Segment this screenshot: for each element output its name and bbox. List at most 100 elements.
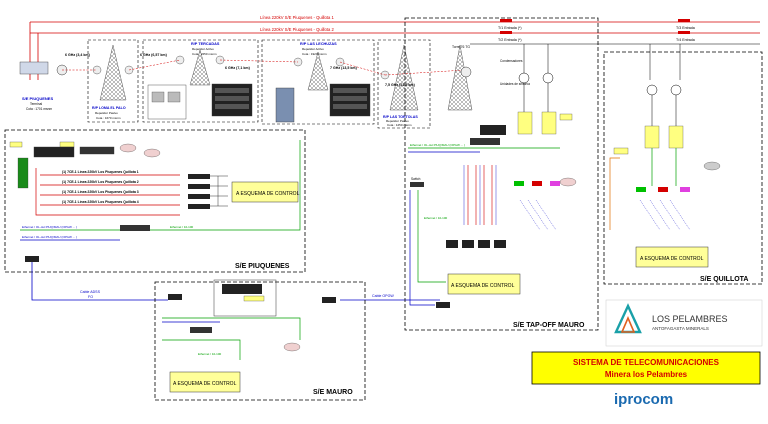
dish-antenna-icon	[175, 55, 185, 65]
tower-icon	[447, 44, 473, 111]
link-labels: 6 GHz (3,4 km) 6 GHz (6,57 km) 6 GHz (7,…	[62, 53, 466, 87]
top-lines: Línea 220kV S/E Piuquenes - Quillota 1 L…	[29, 15, 760, 80]
tapoff-line: T/2 Entrada (*)	[498, 38, 522, 42]
telephone-icon	[143, 148, 161, 158]
loma-palo-elev: Cota : 1670 msnm	[96, 116, 121, 120]
adss-cable: Cable ADSS FO Cable OPGW	[25, 256, 440, 301]
tapoff-box	[404, 17, 599, 331]
quillota-box	[603, 51, 763, 285]
status-led	[636, 187, 646, 192]
lechuzas-title: R/P LAS LECHUZAS	[300, 42, 337, 46]
ethernet-label: Ethernet / 10-100	[198, 352, 222, 356]
lechuzas-elev: Cota : 1920 msnm	[302, 52, 327, 56]
fiber-node-icon	[322, 297, 336, 303]
line1-label: Línea 220kV S/E Piuquenes - Quillota 1	[260, 15, 334, 20]
building-icon	[275, 87, 295, 123]
status-led	[514, 181, 524, 186]
repeater-tercadas: R/P TERCADAS Repetidor Activo Cota : 225…	[142, 39, 259, 123]
tercadas-sub: Repetidor Activo	[192, 47, 214, 51]
terminal-block	[541, 111, 557, 135]
building-icon	[19, 61, 49, 75]
mauro-internals: Ethernet / 10-100	[162, 279, 336, 360]
repeater-las-lechuzas: R/P LAS LECHUZAS Repetidor Activo Cota :…	[261, 39, 375, 125]
tercadas-elev: Cota : 2250 msnm	[192, 52, 217, 56]
tapoff-internals: T/1 Entrada (*) T/2 Entrada (*) T/3 Entr…	[408, 19, 760, 308]
link-label: 7,5 GHz (21,3 km)	[385, 83, 416, 87]
piuquenes-internals: (1) 7CE-1 Línea 220kV Los Piuquenes Quil…	[9, 140, 301, 241]
status-led	[532, 181, 542, 186]
radio-equipment-icon	[470, 138, 500, 145]
quillota-internals	[609, 44, 721, 231]
control-box-tapoff	[447, 273, 521, 295]
tower-icon	[389, 44, 419, 111]
transformer-icon	[646, 84, 658, 96]
status-led	[680, 187, 690, 192]
tapoff-line: T/3 Entrada	[676, 26, 695, 30]
telephone-icon	[703, 161, 721, 171]
link-label: 7 GHz (13,5 km)	[330, 66, 358, 70]
brand-panel	[605, 299, 763, 347]
system-subtitle: Minera los Pelambres	[605, 370, 688, 379]
piuquenes-link-item: (1) 7CE-1 Línea 220kV Los Piuquenes Quil…	[62, 180, 139, 184]
tercadas-title: R/P TERCADAS	[191, 42, 220, 46]
control-label: A ESQUEMA DE CONTROL	[640, 256, 704, 262]
tower-icon	[99, 44, 127, 101]
switch-icon	[190, 327, 212, 333]
tortolas-title: R/P LAS TORTOLAS	[383, 115, 418, 119]
terminal-block	[668, 125, 684, 149]
equipment-icon	[167, 91, 181, 103]
fiber-node-icon	[25, 256, 39, 262]
lechuzas-sub: Repetidor Activo	[302, 47, 324, 51]
repeater-loma-palo: R/P LOMA EL PALO Repetidor Pasivo Cota :…	[87, 39, 139, 123]
control-label: A ESQUEMA DE CONTROL	[451, 283, 515, 289]
piuquenes-terminal: S/E PIUQUENES Terminal Cota : 1701 msnm	[19, 61, 68, 111]
terminal-block	[517, 111, 533, 135]
opgw-label: Cable OPGW	[372, 294, 394, 298]
quillota-title: S/E QUILLOTA	[700, 276, 748, 283]
protection-relay-icon	[446, 240, 458, 248]
mauro-box	[154, 281, 366, 401]
switch-icon	[410, 182, 424, 187]
link-label: 6 GHz (6,57 km)	[140, 53, 168, 57]
protection-relay-icon	[478, 240, 490, 248]
telephone-icon	[283, 342, 301, 352]
control-box-mauro	[169, 371, 241, 393]
control-label: A ESQUEMA DE CONTROL	[173, 381, 237, 387]
equipment-icon	[151, 91, 165, 103]
transformer-icon	[542, 72, 554, 84]
loma-palo-sub: Repetidor Pasivo	[95, 111, 118, 115]
link-label: 6 GHz (7,1 km)	[225, 66, 251, 70]
control-box-piuquenes	[231, 181, 299, 203]
tapoff-title: S/E TAP-OFF MAURO	[513, 322, 585, 329]
repeater-las-tortolas: R/P LAS TORTOLAS Repetidor Pasivo Cota :…	[377, 39, 431, 129]
piuquenes-repeater-name: S/E PIUQUENES	[22, 96, 53, 101]
brand-title: LOS PELAMBRES	[652, 314, 728, 324]
fibra-label: Ethernet / OL-Jet PIUQ/MAU (OPGW ... )	[22, 235, 77, 239]
torre-label: Torre 76 TG	[452, 45, 470, 49]
switch-icon	[120, 225, 150, 231]
system-title: SISTEMA DE TELECOMUNICACIONES	[573, 358, 720, 367]
system-title-panel	[531, 351, 761, 385]
fiber-terminal	[17, 157, 29, 189]
piuquenes-box	[4, 129, 306, 273]
condensadores-label: Condensadores	[500, 59, 523, 63]
transformer-icon	[670, 84, 682, 96]
telephone-icon	[559, 177, 577, 187]
line2-label: Línea 220kV S/E Piuquenes - Quillota 2	[260, 27, 334, 32]
adss-label: Cable ADSS	[80, 290, 101, 294]
piuquenes-link-item: (1) 7CE-1 Línea 220kV Los Piuquenes Quil…	[62, 190, 139, 194]
piuquenes-repeater-elev: Cota : 1701 msnm	[26, 107, 52, 111]
telephone-icon	[119, 143, 137, 153]
link-label: 6 GHz (3,4 km)	[65, 53, 91, 57]
unidad-label: Unidades de sintonía	[500, 82, 530, 86]
dish-antenna-icon	[460, 66, 472, 78]
tortolas-elev: Cota : 1250 msnm	[387, 123, 412, 127]
protection-relay-icon	[188, 174, 210, 179]
terminal-block	[9, 141, 23, 148]
footer: LOS PELAMBRES ANTOFAGASTA MINERALS SISTE…	[531, 299, 763, 408]
terminal-block	[59, 141, 75, 148]
control-box-quillota	[635, 246, 709, 268]
control-label: A ESQUEMA DE CONTROL	[236, 191, 300, 197]
piuquenes-link-item: (1) 7CE-1 Línea 220kV Los Piuquenes Quil…	[62, 170, 139, 174]
